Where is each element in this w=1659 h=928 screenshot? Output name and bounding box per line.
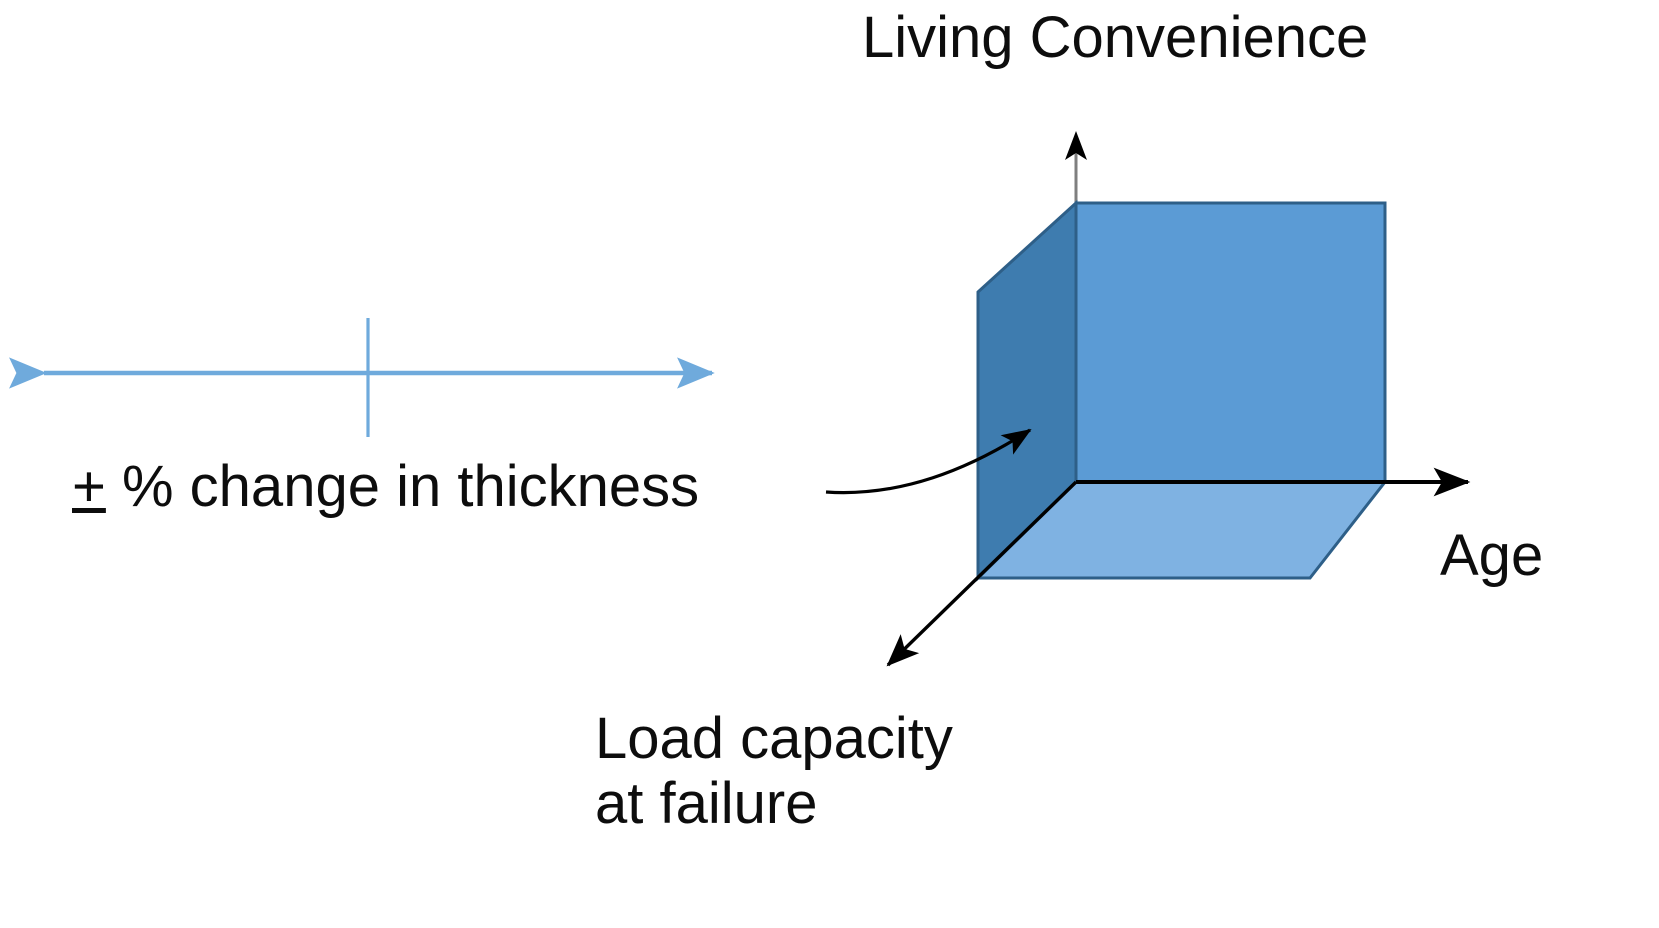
thickness-indicator [9,318,715,437]
axis-label-age: Age [1440,523,1544,588]
cube-front-face [1074,201,1387,484]
load-capacity-line-2: at failure [595,770,818,836]
load-axis-line [886,480,1078,667]
page-title: Living Convenience [862,5,1369,70]
axis-label-thickness: + % change in thickness [72,454,700,520]
load-capacity-line-1: Load capacity [595,706,953,771]
depth-load-axis [886,480,1078,667]
vertical-axis-arrowhead [1065,131,1087,160]
plus-minus-symbol: + [72,454,106,519]
thickness-label-text: % change in thickness [105,454,700,519]
callout-curve [825,428,1032,495]
vertical-axis [1065,131,1087,208]
thickness-callout-arrow [825,428,1032,495]
